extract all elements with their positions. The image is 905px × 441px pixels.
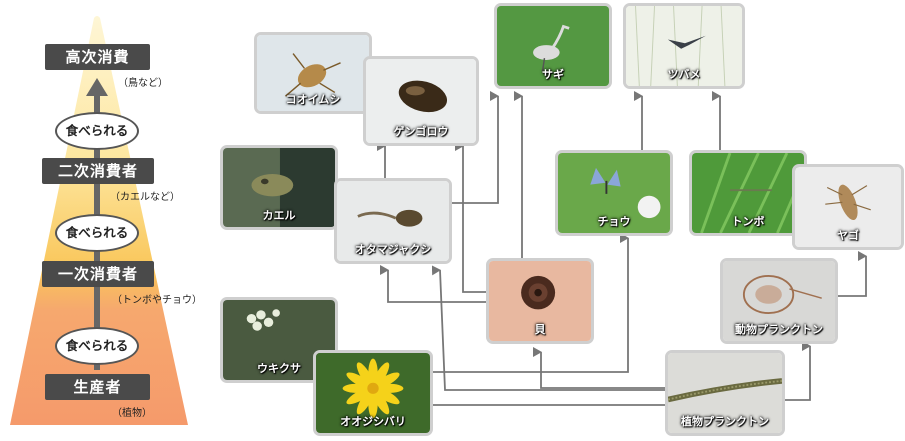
arrow-zooplankton-yago (838, 256, 866, 296)
card-kai: 貝 (486, 258, 594, 344)
label-otamajakushi: オタマジャクシ (337, 241, 449, 257)
label-shokubutsu-plankton: 植物プランクトン (668, 413, 782, 429)
card-tonbo: トンボ (689, 150, 807, 236)
card-kaeru: カエル (220, 145, 338, 230)
label-gengorou: ゲンゴロウ (366, 123, 476, 139)
label-chou: チョウ (558, 213, 670, 229)
label-yago: ヤゴ (795, 227, 901, 243)
card-otamajakushi: オタマジャクシ (334, 178, 452, 264)
card-kooimushi: コオイムシ (254, 32, 372, 114)
arrow-plankton-kai (541, 352, 665, 388)
label-sagi: サギ (497, 66, 609, 82)
card-sagi: サギ (494, 3, 612, 89)
label-tonbo: トンボ (692, 213, 804, 229)
card-oojishibari: オオジシバリ (313, 350, 433, 436)
card-gengorou: ゲンゴロウ (363, 56, 479, 146)
arrow-plankton-zooplankton (785, 346, 810, 400)
label-doubutsu-plankton: 動物プランクトン (723, 321, 835, 337)
card-tsubame: ツバメ (623, 3, 745, 89)
label-kooimushi: コオイムシ (257, 91, 369, 107)
card-chou: チョウ (555, 150, 673, 236)
label-kaeru: カエル (223, 207, 335, 223)
card-yago: ヤゴ (792, 164, 904, 250)
card-doubutsu-plankton: 動物プランクトン (720, 258, 838, 344)
card-shokubutsu-plankton: 植物プランクトン (665, 350, 785, 436)
label-tsubame: ツバメ (626, 66, 742, 82)
arrow-kai-gengorou (463, 146, 486, 292)
label-oojishibari: オオジシバリ (316, 413, 430, 429)
arrow-kai-otamajakushi (388, 270, 486, 302)
label-kai: 貝 (489, 321, 591, 337)
